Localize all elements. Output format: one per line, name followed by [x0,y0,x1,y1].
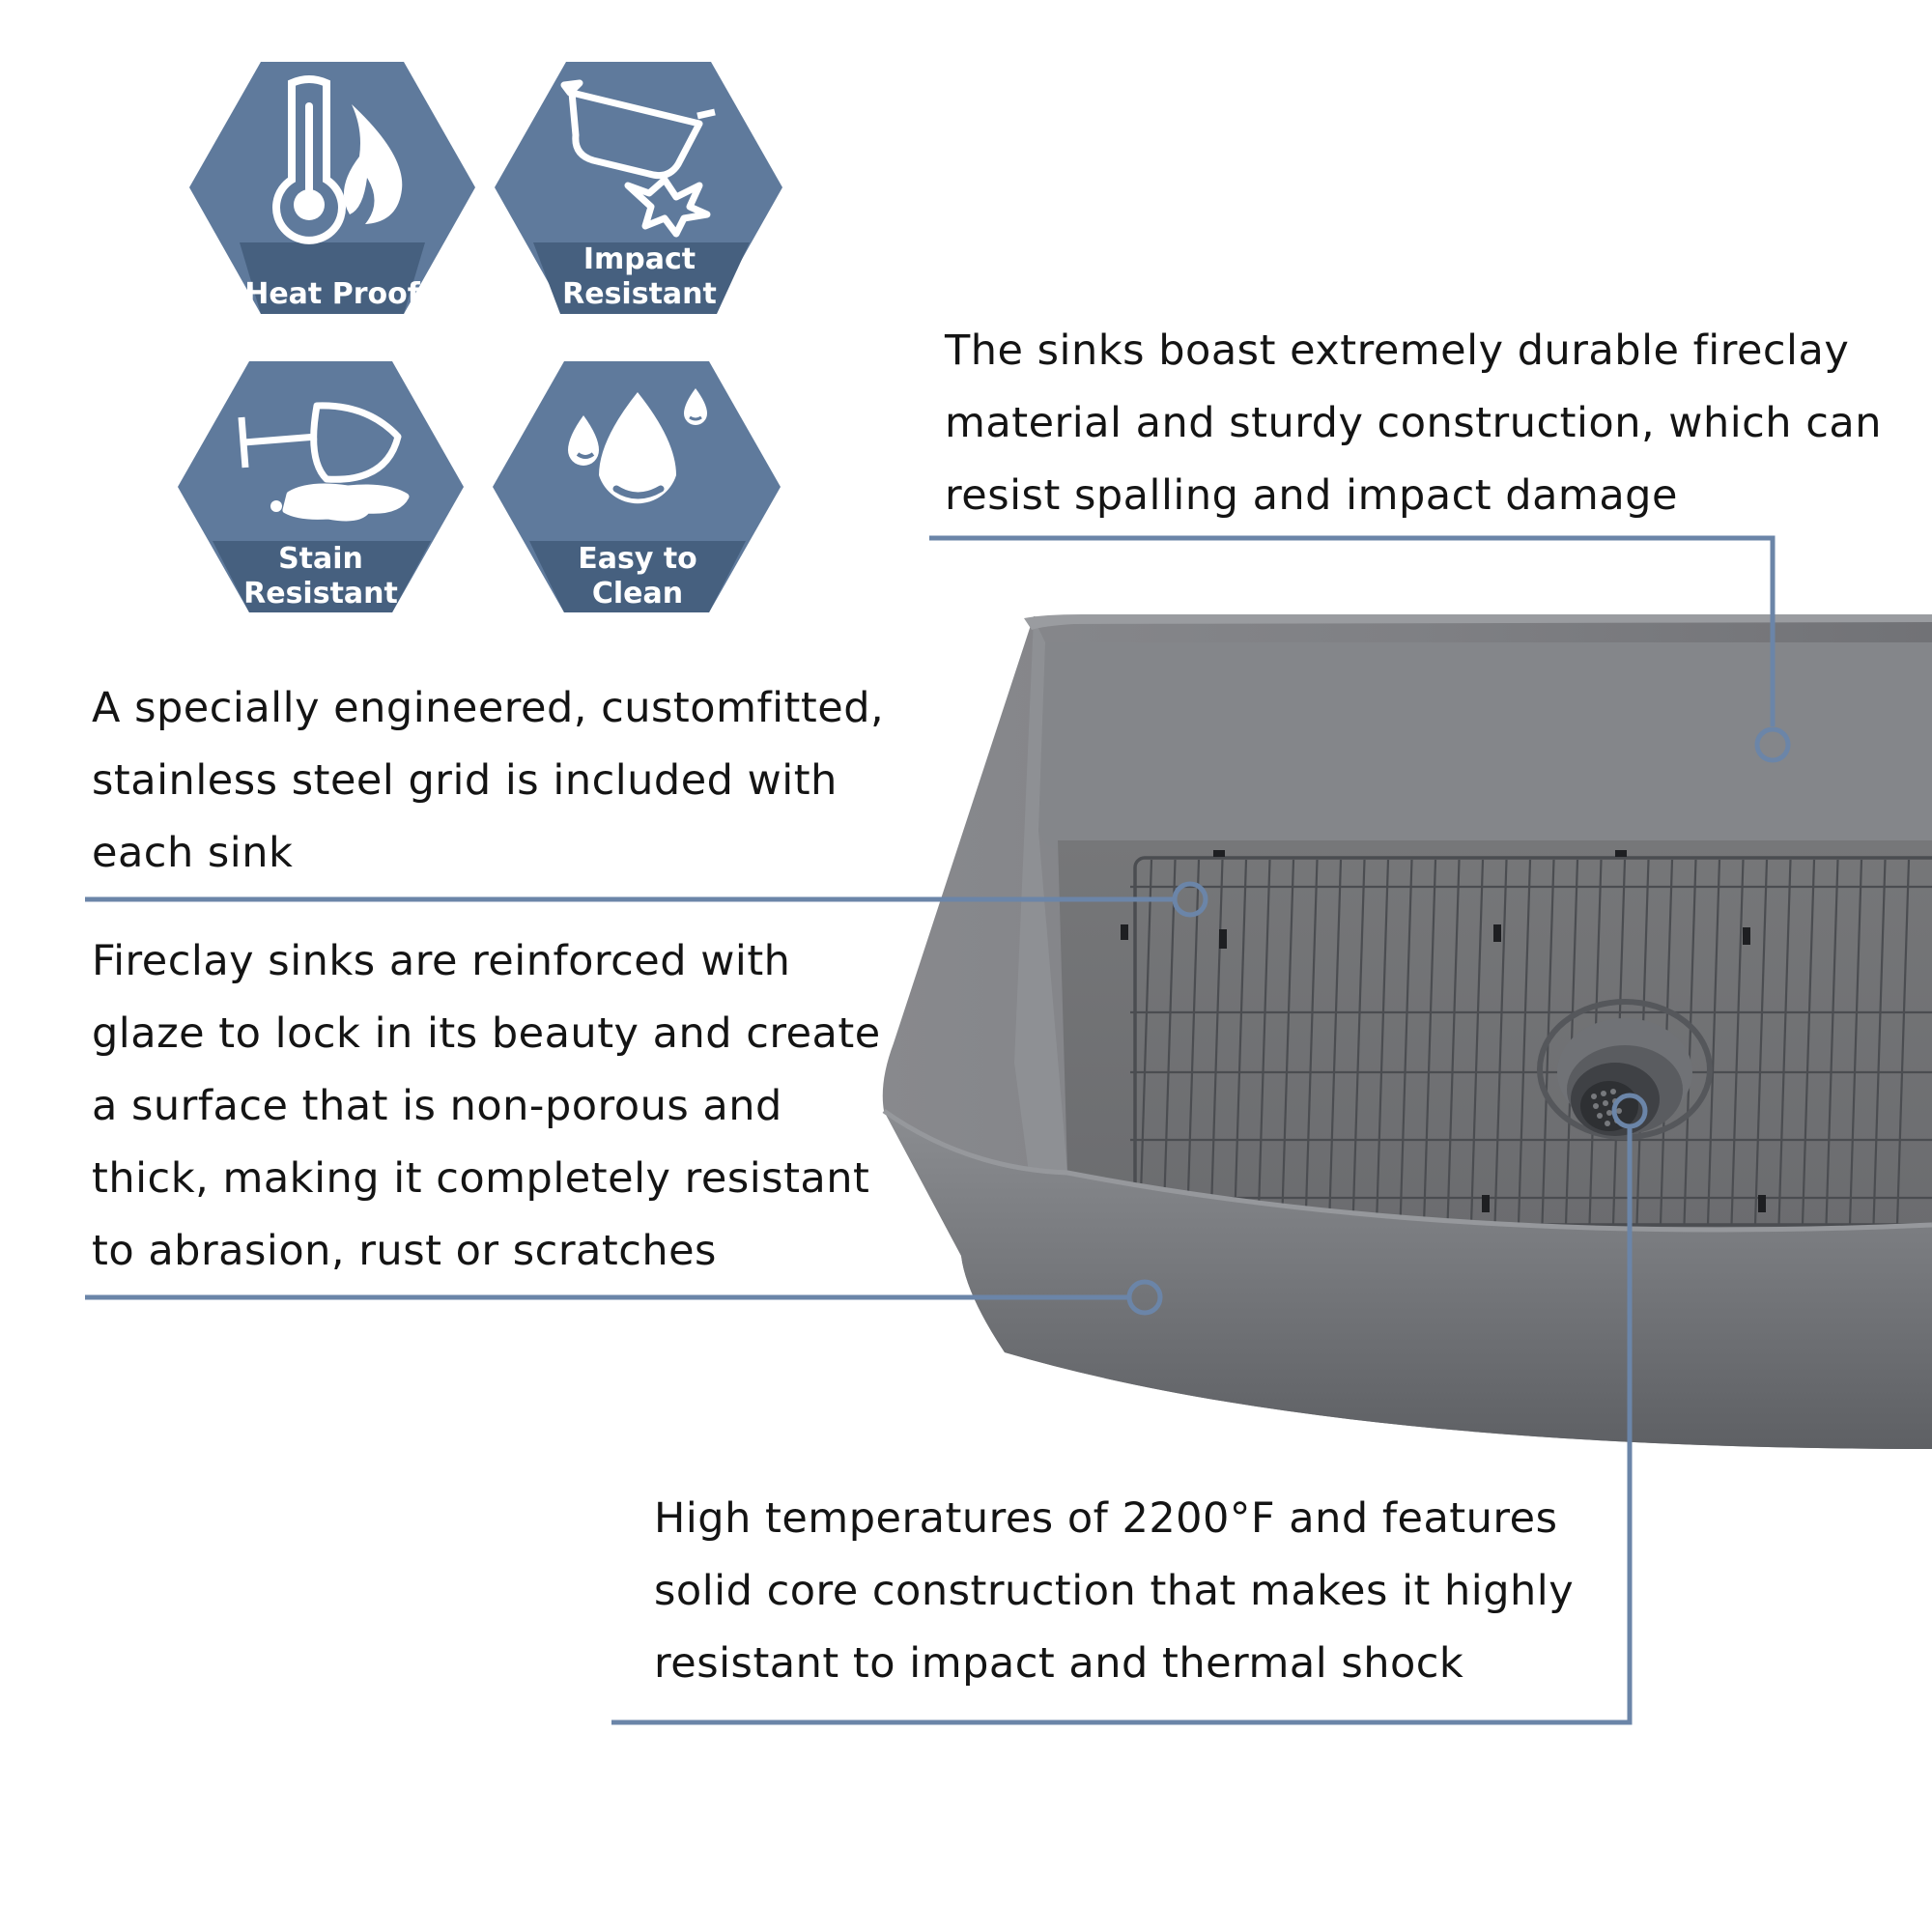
grid-wire [1753,859,1769,1226]
badge-label: Resistant [243,577,398,611]
grid-wire [1848,859,1863,1226]
callout-text-material: The sinks boast extremely durable firecl… [945,315,1882,532]
grid-wire [1493,859,1508,1226]
callout-text-line: The sinks boast extremely durable firecl… [945,327,1850,375]
callout-marker-glaze [1126,1279,1163,1316]
callout-text-line: stainless steel grid is included with [92,756,838,805]
grid-wire [1706,859,1721,1226]
grid-wire [1399,859,1413,1226]
grid-wire [1209,859,1224,1226]
callout-text-line: resistant to impact and thermal shock [654,1639,1464,1688]
grid-wire [1257,859,1271,1226]
badge-easy-to-clean: Easy to Clean [493,361,781,612]
grid-wire [1304,859,1319,1226]
pot-impact-icon [560,79,716,238]
callout-text-grid: A specially engineered, customfitted, st… [92,672,884,890]
callout-line-temperature [611,1127,1633,1725]
callout-text-line: resist spalling and impact damage [945,471,1678,520]
callout-text-line: solid core construction that makes it hi… [654,1567,1575,1615]
grid-wire [1351,859,1366,1226]
callout-text-temperature: High temperatures of 2200°F and features… [654,1483,1574,1700]
callout-marker-material [1754,726,1791,763]
fireclay-sink [882,614,1932,1449]
callout-text-line: each sink [92,829,294,877]
callout-line-material [929,535,1776,726]
badge-stain-resistant: Stain Resistant [178,361,464,612]
badge-label: Clean [592,577,683,611]
grid-wire [1185,859,1201,1226]
grid-wire [1777,859,1792,1226]
callout-text-line: A specially engineered, customfitted, [92,684,885,732]
grid-wire [1162,859,1177,1226]
callout-text-line: material and sturdy construction, which … [945,399,1882,447]
callout-text-line: to abrasion, rust or scratches [92,1227,717,1275]
grid-wire [1683,859,1697,1226]
callout-text-line: a surface that is non-porous and [92,1082,782,1130]
grid-wire [1327,859,1343,1226]
callout-lines [85,535,1791,1725]
sink-left-wall [1014,618,1067,1173]
badge-label: Easy to [578,542,697,576]
grid-wire [1280,859,1295,1226]
grid-wire [1469,859,1485,1226]
spilled-wine-glass-icon [238,402,410,522]
sink-apron [884,1111,1932,1449]
callout-text-line: High temperatures of 2200°F and features [654,1494,1558,1543]
callout-text-glaze: Fireclay sinks are reinforced with glaze… [92,925,881,1288]
grid-wire [1825,859,1839,1226]
grid-wire [1517,859,1532,1226]
grid-wire [1895,859,1911,1226]
badge-label: Resistant [562,277,717,311]
grid-wire [1233,859,1248,1226]
badge-label: Impact [583,242,696,276]
callout-text-line: Fireclay sinks are reinforced with [92,937,791,985]
badge-label: Heat Proof [244,277,420,311]
water-drops-icon [568,388,707,504]
grid-wire [1422,859,1437,1226]
grid-feet [1121,850,1766,1212]
badge-label: Stain [278,542,363,576]
callout-text-line: glaze to lock in its beauty and create [92,1009,881,1058]
callout-text-line: thick, making it completely resistant [92,1154,870,1203]
callout-marker-temperature [1611,1093,1648,1129]
grid-wire [1872,859,1887,1226]
badge-heat-proof: Heat Proof [189,62,475,314]
drain-strainer [1537,999,1713,1140]
grid-wire [1446,859,1461,1226]
grid-wire [1801,859,1816,1226]
grid-wire [1375,859,1390,1226]
callout-marker-grid [1172,881,1208,918]
grid-wire [1138,859,1153,1226]
badge-impact-resistant: Impact Resistant [495,62,782,314]
sink-floor [1058,840,1932,1230]
grid-wire [1730,859,1745,1226]
sink-back-wall [1038,642,1932,850]
thermometer-flame-icon [272,75,403,244]
